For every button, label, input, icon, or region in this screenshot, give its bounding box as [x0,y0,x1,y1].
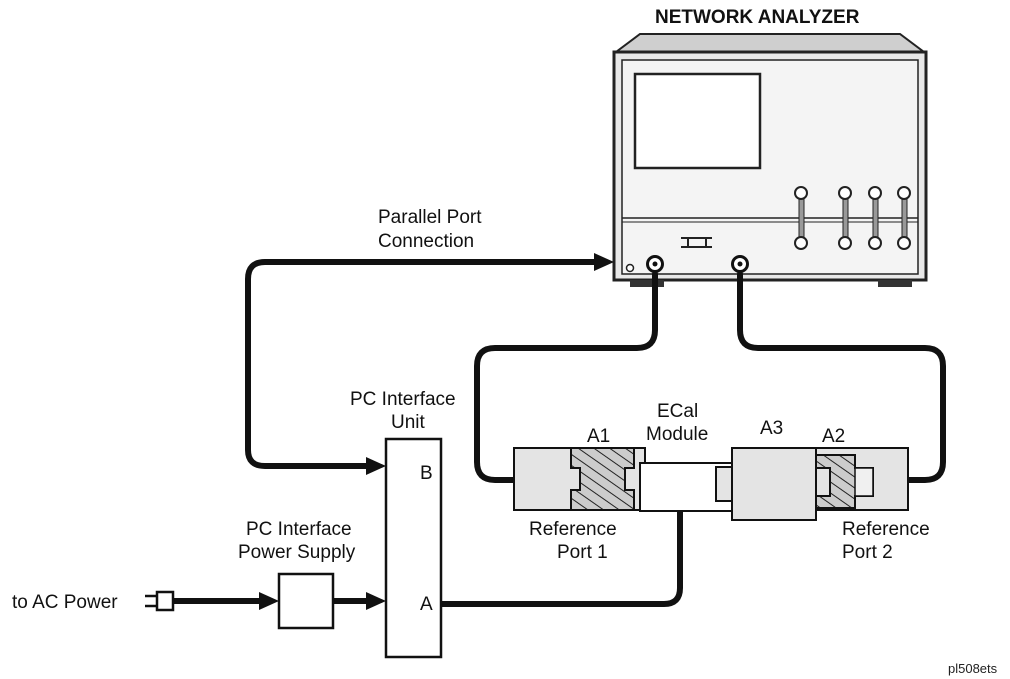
reference-port1-label-line2: Port 1 [557,542,608,563]
disk-drive-icon [681,237,712,248]
ecal-label-line1: ECal [657,401,698,422]
power-indicator-icon [625,263,635,273]
analyzer-foot [878,280,912,287]
arrow-icon [366,457,386,475]
pc-interface-unit-label-line1: PC Interface [350,389,456,410]
analyzer-foot [630,280,664,287]
ecal-label-line2: Module [646,424,708,445]
a1-connector-icon [570,447,635,511]
knob-icon [868,186,882,200]
arrow-icon [259,592,279,610]
ac-plug-icon [145,590,175,612]
knob-icon [868,236,882,250]
pc-interface-unit-label-line2: Unit [391,412,426,433]
reference-port2-label-line2: Port 2 [842,542,893,563]
analyzer-title: NETWORK ANALYZER [655,7,860,28]
arrowheads [259,253,614,610]
parallel-port-label-line1: Parallel Port [378,207,482,228]
a3-block [731,447,817,521]
ac-power-label: to AC Power [12,592,118,613]
a1-label: A1 [587,426,610,447]
cables [169,259,946,607]
arrow-icon [594,253,614,271]
pc-interface-power-supply [277,572,335,630]
knob-icon [838,186,852,200]
port2-test-cable [737,271,946,483]
a2-label: A2 [822,426,845,447]
reference-port1-label-line1: Reference [529,519,617,540]
analyzer-port-2 [731,255,749,273]
power-supply-label-line2: Power Supply [238,542,356,563]
parallel-port-label-line2: Connection [378,231,474,252]
ecal-module [513,447,909,521]
knob-icon [794,186,808,200]
pc-interface-unit: B A [384,437,443,659]
analyzer-screen [633,72,762,170]
knob-icon [897,186,911,200]
arrow-icon [366,592,386,610]
analyzer-top-cover [613,33,927,53]
a3-label: A3 [760,418,783,439]
analyzer-knobs [794,186,911,250]
power-supply-label-line1: PC Interface [246,519,352,540]
port-a-label: A [420,594,433,615]
analyzer-port-1 [646,255,664,273]
knob-icon [897,236,911,250]
figure-id: pl508ets [948,661,998,676]
parallel-port-cable [245,259,599,469]
port1-test-cable [474,271,658,483]
knob-icon [794,236,808,250]
network-analyzer: NETWORK ANALYZER [612,7,928,287]
reference-port2-label-line1: Reference [842,519,930,540]
a3-left-nub [715,466,733,502]
port-b-label: B [420,463,433,484]
ecal-control-cable [438,507,683,607]
knob-icon [838,236,852,250]
